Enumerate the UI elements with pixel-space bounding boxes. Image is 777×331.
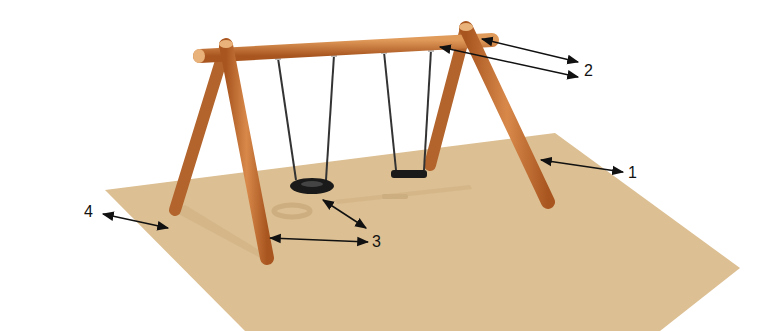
flat-seat [391,170,427,178]
leader-line [541,160,623,172]
post-top [219,40,233,48]
frame-front-legs [226,28,548,258]
top-beam [200,40,492,56]
chains [278,50,431,180]
callout-number: 3 [372,234,381,250]
tire-seat [290,178,334,194]
ground [105,133,740,331]
post-top [459,23,473,31]
leader-line [270,238,368,242]
tire-seat-hole [301,181,323,187]
leader-line [323,200,366,228]
callout-number: 2 [584,63,593,79]
leader-lines [103,39,623,242]
leader-line [103,214,168,228]
shadows [175,185,472,262]
callout-number: 4 [84,204,93,220]
callout-number: 1 [628,165,637,181]
leader-line [440,47,578,77]
beam-end [193,49,205,63]
